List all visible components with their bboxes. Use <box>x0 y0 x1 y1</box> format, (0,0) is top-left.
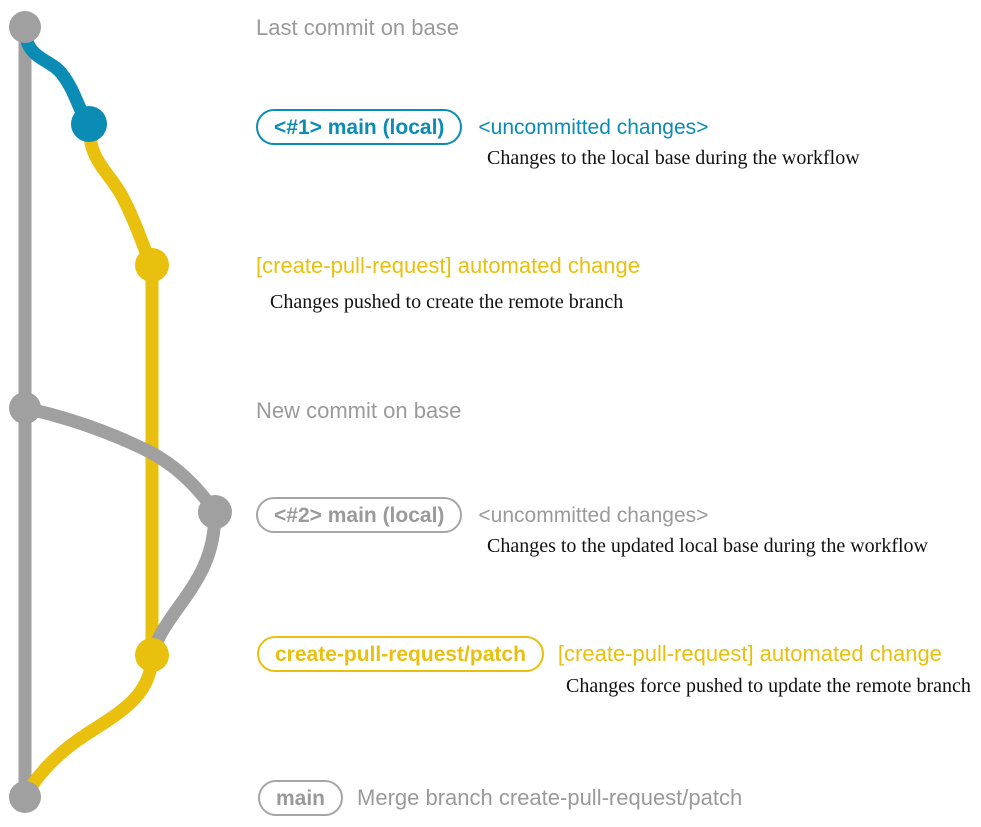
commit-description-automated-change-2: Changes force pushed to update the remot… <box>566 675 971 697</box>
node-local-2 <box>198 495 232 529</box>
commit-subject-local-main-2: <uncommitted changes> <box>478 503 709 527</box>
node-base-top <box>9 11 41 43</box>
heading-new-commit-on-base: New commit on base <box>256 398 462 423</box>
heading-last-commit-on-base: Last commit on base <box>256 15 459 40</box>
node-patch-2 <box>135 638 169 672</box>
commit-nodes <box>9 11 232 813</box>
commit-subject-automated-change-2: [create-pull-request] automated change <box>557 641 942 666</box>
edge-patch-2-to-merge <box>18 648 159 804</box>
edge-local-1-to-patch-1 <box>82 117 159 272</box>
branch-pill-main[interactable]: main <box>258 780 344 816</box>
edge-base-new-to-local-2 <box>18 401 222 519</box>
branch-pill-local-main-2[interactable]: <#2> main (local) <box>256 497 463 533</box>
node-base-new <box>9 392 41 424</box>
row-automated-change-1: [create-pull-request] automated change <box>256 255 640 277</box>
row-automated-change-2: create-pull-request/patch [create-pull-r… <box>257 636 942 672</box>
row-local-main-2: <#2> main (local) <uncommitted changes> <box>256 497 708 533</box>
commit-subject-local-main-1: <uncommitted changes> <box>478 115 709 139</box>
commit-subject-merge: Merge branch create-pull-request/patch <box>357 785 743 810</box>
commit-description-local-main-2: Changes to the updated local base during… <box>487 535 928 557</box>
row-local-main-1: <#1> main (local) <uncommitted changes> <box>256 109 708 145</box>
commit-subject-automated-change-1: [create-pull-request] automated change <box>256 253 641 278</box>
row-merge-commit: main Merge branch create-pull-request/pa… <box>258 780 742 816</box>
commit-description-local-main-1: Changes to the local base during the wor… <box>487 147 860 169</box>
node-merge <box>9 781 41 813</box>
branch-pill-local-main-1[interactable]: <#1> main (local) <box>256 109 463 145</box>
node-patch-1 <box>135 248 169 282</box>
commit-description-automated-change-1: Changes pushed to create the remote bran… <box>270 291 624 313</box>
node-local-1 <box>71 106 107 142</box>
branch-pill-create-pull-request-patch[interactable]: create-pull-request/patch <box>257 636 544 672</box>
